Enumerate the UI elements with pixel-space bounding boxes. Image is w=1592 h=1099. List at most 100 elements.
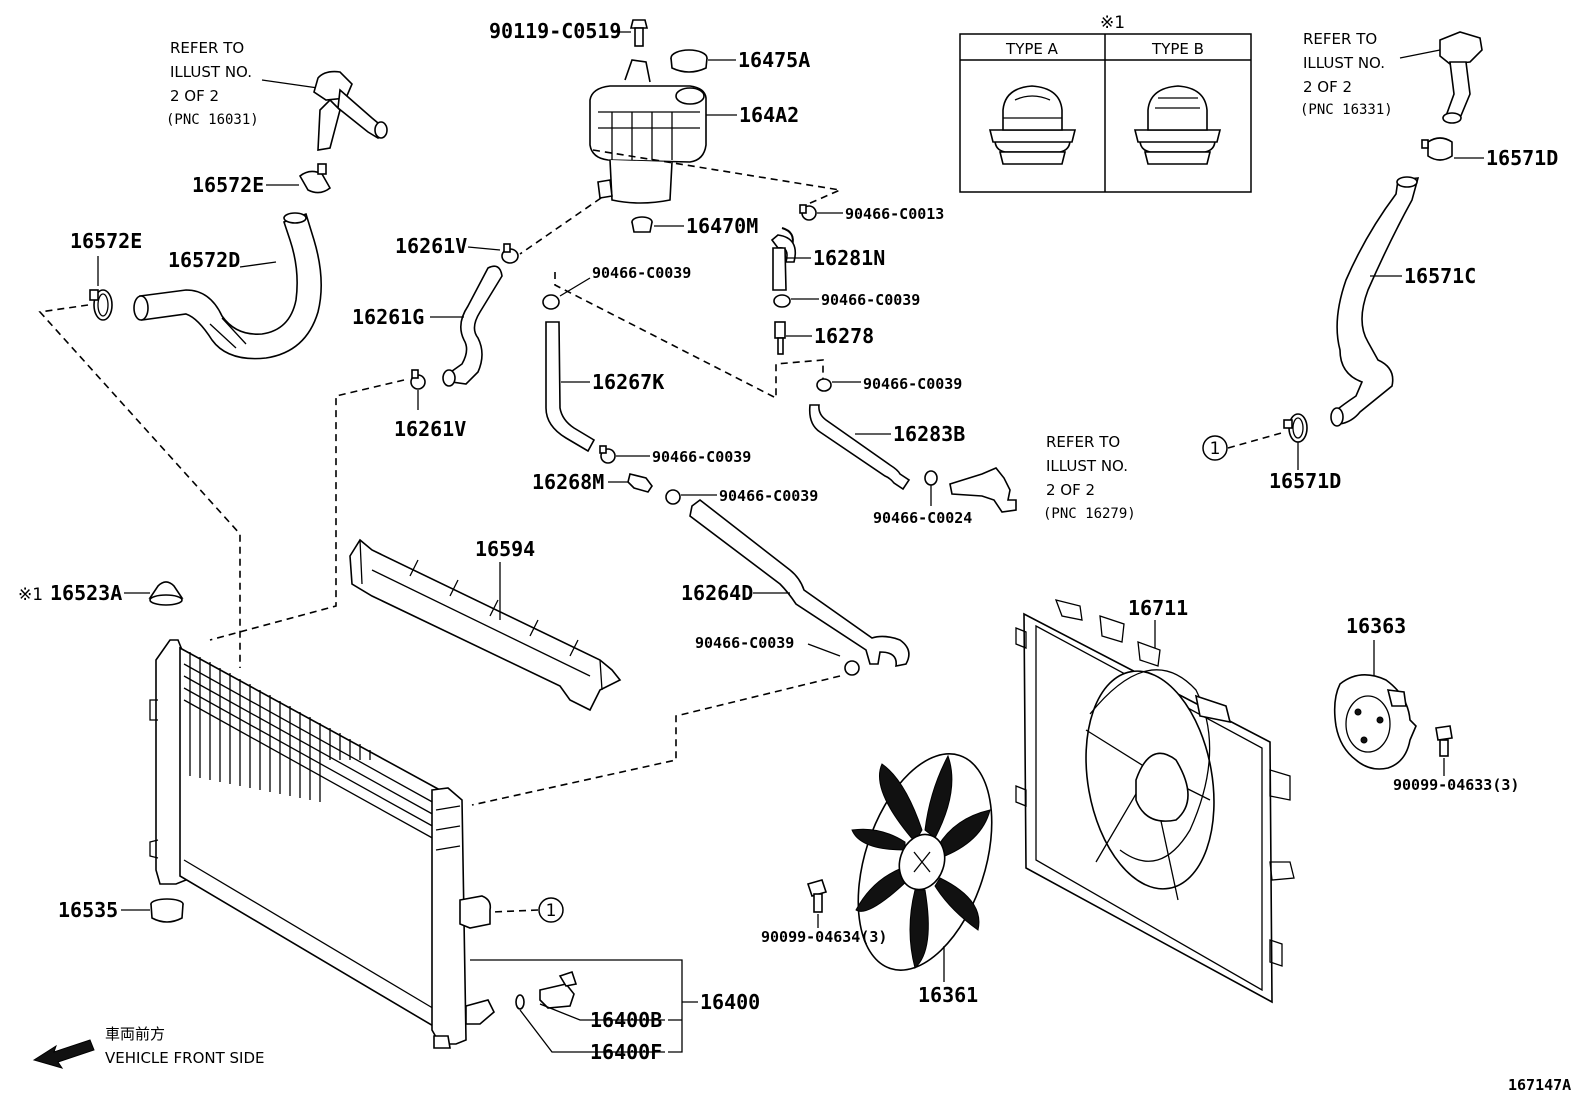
part-16594-label: 16594 [475,537,535,561]
radiator-core-fins [183,652,437,1011]
part-16363-label: 16363 [1346,614,1406,638]
part-16400b-label: 16400B [590,1008,662,1032]
part-90466-c0039-label: 90466-C0039 [592,264,691,282]
bypass-hose-group: 90466-C0013 16281N 90466-C0039 16278 904… [554,204,1136,527]
part-90466-c0024-label: 90466-C0024 [873,509,972,527]
part-164a2-label: 164A2 [739,103,799,127]
hose-16267k-icon [545,321,596,453]
part-16571d-label: 16571D [1486,146,1558,170]
hose-clamp-icon [89,289,113,321]
ref-note-16279-line3: 2 OF 2 [1046,481,1095,499]
radiator-cap-type-b-icon [1133,85,1222,165]
type-a-label: TYPE A [1005,40,1059,58]
connection-mark-1: 1 [1210,439,1221,459]
part-16264d-label: 16264D [681,581,753,605]
hose-joint-icon [627,473,653,493]
part-16571d-label: 16571D [1269,469,1341,493]
part-90099-04634-label: 90099-04634(3) [761,928,887,946]
hose-clamp-icon [816,378,832,392]
part-16572e-label: 16572E [70,229,142,253]
direction-en-label: VEHICLE FRONT SIDE [105,1049,265,1067]
reserve-tank-group: 90119-C0519 16475A 164A2 [489,19,843,255]
part-16571c-label: 16571C [1404,264,1476,288]
part-90466-c0039-label: 90466-C0039 [863,375,962,393]
part-90466-c0039-label: 90466-C0039 [652,448,751,466]
part-90466-c0039-label: 90466-C0039 [719,487,818,505]
type-table-mark: ※1 [1100,13,1125,33]
radiator-cushion-icon [150,898,184,923]
part-16261v-label: 16261V [395,234,467,258]
ref-note-16331-line4: (PNC 16331) [1300,102,1393,118]
part-16535-label: 16535 [58,898,118,922]
upper-hose-16572d-icon [133,212,322,360]
hose-clamp-icon [924,470,938,486]
tank-hose-group: 16261V 16261G 16261V [209,234,519,641]
part-16523a-label: 16523A [50,581,122,605]
hose-16264d-icon [689,498,910,668]
hose-clamp-icon [1283,413,1308,443]
reserve-tank-icon [589,59,707,204]
part-16261g-label: 16261G [352,305,424,329]
part-16283b-label: 16283B [893,422,965,446]
ref-note-16031-line2: ILLUST NO. [170,63,252,81]
part-90466-c0039-label: 90466-C0039 [695,634,794,652]
part-16470m-label: 16470M [686,214,758,238]
fan-shroud-16711 [1015,599,1295,1004]
hose-clamp-icon [501,243,519,264]
part-16361-label: 16361 [918,983,978,1007]
part-16572d-label: 16572D [168,248,240,272]
ref-note-16031-line4: (PNC 16031) [166,112,259,128]
motor-bolt-icon [1435,725,1453,757]
upper-radiator-hose-group: REFER TO ILLUST NO. 2 OF 2 (PNC 16031) 1… [38,39,388,668]
ref-note-16279-line4: (PNC 16279) [1043,506,1136,522]
union-fitting-icon [774,321,786,355]
type-table: ※1 TYPE A TYPE B [959,13,1252,193]
part-16281n-label: 16281N [813,246,885,270]
hose-clamp-icon [799,204,817,221]
tank-cap-icon [670,49,708,73]
overflow-hose-group: 90466-C0039 16267K 90466-C0039 16268M 90… [471,264,910,806]
part-16400f-label: 16400F [590,1040,662,1064]
radiator-support-16594 [349,538,622,712]
part-16268m-label: 16268M [532,470,604,494]
direction-jp-label: 車両前方 [105,1025,165,1043]
part-16261v-label: 16261V [394,417,466,441]
hose-clamp-icon [410,369,426,390]
radiator-cap-type-a-icon [988,85,1077,165]
fan-bolt-icon [806,879,828,913]
ref-note-16031-line1: REFER TO [170,39,244,57]
part-90119-c0519-label: 90119-C0519 [489,19,621,43]
hose-clamp-icon [542,294,560,310]
hose-clamp-icon [298,163,332,194]
thermostat-housing-icon [313,70,388,151]
ref-note-16331-line1: REFER TO [1303,30,1377,48]
part-16400-label: 16400 [700,990,760,1014]
part-16267k-label: 16267K [592,370,664,394]
part-90099-04633-label: 90099-04633(3) [1393,776,1519,794]
hose-clamp-icon [665,489,681,505]
lower-radiator-hose-group: REFER TO ILLUST NO. 2 OF 2 (PNC 16331) 1… [1202,30,1558,493]
connection-mark-1: 1 [546,901,557,921]
bolt-icon [629,19,649,47]
drain-cock-icon [515,970,578,1010]
part-16475a-label: 16475A [738,48,810,72]
part-16523a-mark: ※1 [18,585,43,605]
hose-clamp-icon [599,445,616,464]
part-16572e-label: 16572E [192,173,264,197]
ref-note-16331-line2: ILLUST NO. [1303,54,1385,72]
radiator-cap-icon [148,581,184,606]
part-90466-c0039-label: 90466-C0039 [821,291,920,309]
vehicle-front-arrow-icon [32,1039,95,1069]
ref-note-16031-line3: 2 OF 2 [170,87,219,105]
water-inlet-fitting-icon [1439,31,1483,124]
ref-note-16279-line2: ILLUST NO. [1046,457,1128,475]
hose-16261g-icon [442,265,503,387]
part-16278-label: 16278 [814,324,874,348]
illustration-number: 167147A [1508,1076,1571,1094]
water-outlet-fitting-icon [949,467,1017,513]
hose-clamp-icon [844,660,860,676]
part-90466-c0013-label: 90466-C0013 [845,205,944,223]
type-b-label: TYPE B [1151,40,1204,58]
cooling-fan-16361 [851,753,993,971]
